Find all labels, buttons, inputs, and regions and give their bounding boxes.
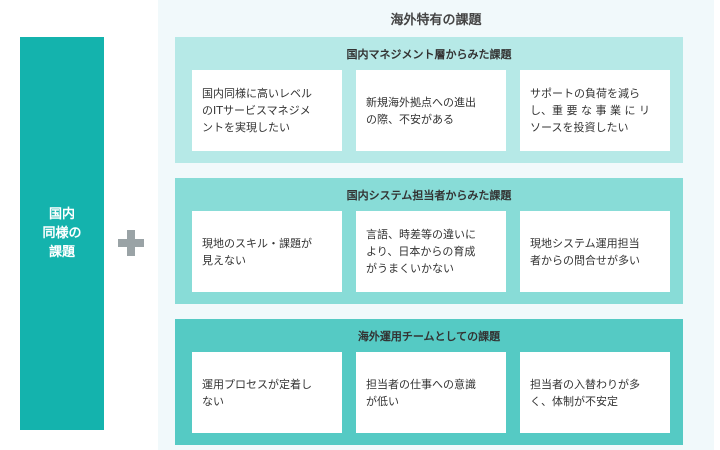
issue-card: 国内同様に高いレベル のITサービスマネジメ ントを実現したい	[192, 70, 342, 151]
domestic-common-issues-label: 国内 同様の 課題	[42, 207, 82, 260]
panel-title: 海外運用チームとしての課題	[357, 330, 501, 343]
issue-text: サポートの負荷を減ら し、重 要 な 事 業 に リ ソースを投資したい	[530, 87, 650, 134]
issue-card: 担当者の入替わりが多 く、体制が不安定	[520, 352, 670, 433]
panel-overseas-ops-team: 海外運用チームとしての課題 運用プロセスが定着し ない 担当者の仕事への意識 が…	[175, 319, 683, 445]
issue-card: 現地システム運用担当 者からの問合せが多い	[520, 211, 670, 292]
domestic-common-issues-box: 国内 同様の 課題	[20, 37, 104, 430]
issue-text: 運用プロセスが定着し ない	[202, 377, 312, 408]
issue-text: 現地システム運用担当 者からの問合せが多い	[530, 236, 640, 267]
issue-card: 担当者の仕事への意識 が低い	[356, 352, 506, 433]
issue-card: 運用プロセスが定着し ない	[192, 352, 342, 433]
panel-domestic-management: 国内マネジメント層からみた課題 国内同様に高いレベル のITサービスマネジメ ン…	[175, 37, 683, 163]
overseas-issues-title: 海外特有の課題	[390, 13, 482, 28]
issue-text: 言語、時差等の違いに より、日本からの育成 がうまくいかない	[366, 228, 476, 275]
panel-title: 国内システム担当者からみた課題	[346, 189, 512, 202]
issue-text: 国内同様に高いレベル のITサービスマネジメ ントを実現したい	[202, 87, 312, 134]
panel-title: 国内マネジメント層からみた課題	[346, 48, 512, 61]
issue-text: 新規海外拠点への進出 の際、不安がある	[366, 95, 476, 126]
issue-card: 言語、時差等の違いに より、日本からの育成 がうまくいかない	[356, 211, 506, 292]
panel-domestic-system-staff: 国内システム担当者からみた課題 現地のスキル・課題が 見えない 言語、時差等の違…	[175, 178, 683, 304]
issue-card: サポートの負荷を減ら し、重 要 な 事 業 に リ ソースを投資したい	[520, 70, 670, 151]
plus-icon	[116, 228, 146, 258]
overseas-issues-container: 海外特有の課題 国内マネジメント層からみた課題 国内同様に高いレベル のITサー…	[158, 0, 714, 450]
issue-text: 担当者の仕事への意識 が低い	[366, 377, 476, 408]
issue-card: 新規海外拠点への進出 の際、不安がある	[356, 70, 506, 151]
issue-text: 担当者の入替わりが多 く、体制が不安定	[530, 377, 640, 408]
issue-text: 現地のスキル・課題が 見えない	[202, 236, 312, 267]
issue-card: 現地のスキル・課題が 見えない	[192, 211, 342, 292]
